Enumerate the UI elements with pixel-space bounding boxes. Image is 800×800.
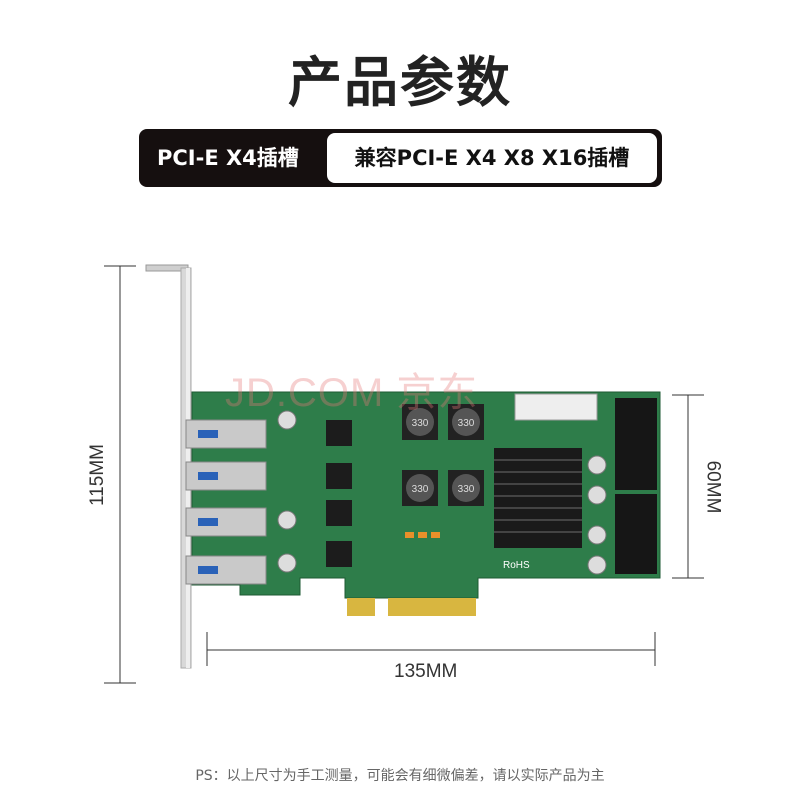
sata-power-connector: [514, 393, 598, 421]
capacitors: [277, 410, 607, 575]
metal-bracket: [145, 264, 192, 669]
watermark: JD.COM 京东: [225, 371, 479, 415]
inductor-label: 330: [412, 418, 429, 429]
slot-type-label: PCI-E X4插槽: [157, 146, 299, 170]
inductor-label: 330: [458, 418, 475, 429]
compatibility-label: 兼容PCI-E X4 X8 X16插槽: [327, 133, 657, 183]
pcb-height-dimension-line: [672, 394, 704, 579]
usb-ports: [185, 419, 267, 585]
spec-bar: PCI-E X4插槽 兼容PCI-E X4 X8 X16插槽: [139, 129, 662, 187]
usb-pin-headers: [615, 398, 657, 574]
footer-note: PS：以上尺寸为手工测量，可能会有细微偏差，请以实际产品为主: [195, 768, 605, 784]
controller-chips: [326, 420, 352, 567]
inductor-label: 330: [412, 484, 429, 495]
height-dimension-line: [104, 265, 136, 684]
inductors: [402, 404, 484, 506]
usb-port-inserts: [198, 430, 218, 574]
inductor-labels: 330 330 330 330: [412, 418, 475, 495]
gold-fingers: [347, 598, 476, 616]
rohs-label: RoHS: [503, 560, 530, 571]
length-dimension-line: [206, 632, 656, 666]
page-title: 产品参数: [288, 51, 512, 114]
pcb-height-label: 60MM: [702, 460, 724, 514]
height-label: 115MM: [86, 444, 108, 506]
inductor-label: 330: [458, 484, 475, 495]
heatsink: [494, 448, 582, 548]
length-label: 135MM: [394, 661, 458, 682]
status-leds: [405, 532, 440, 538]
